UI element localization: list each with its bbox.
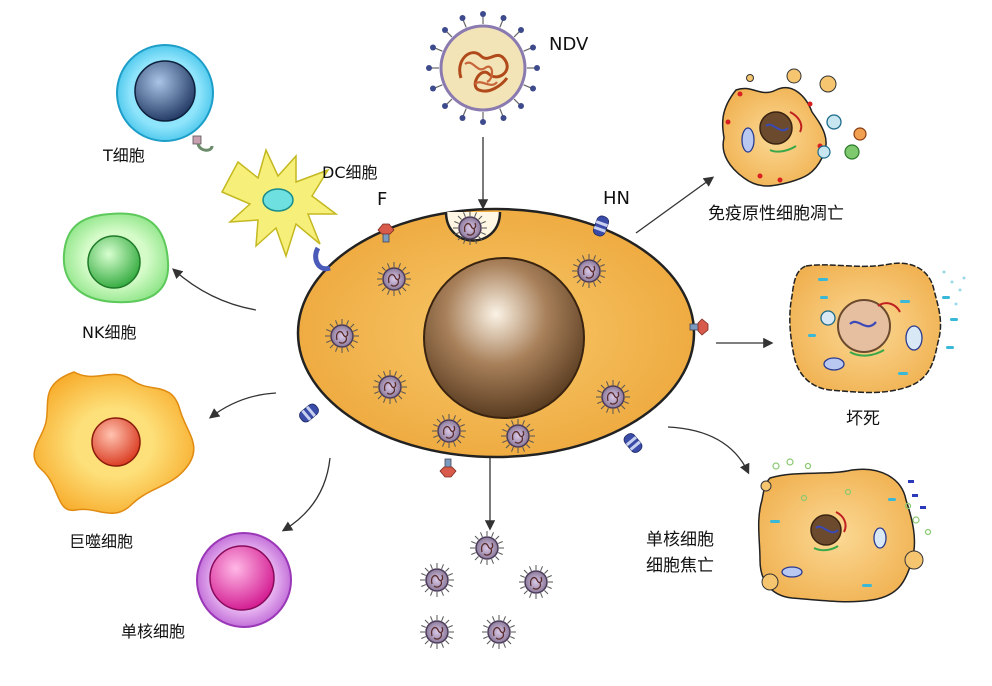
hn-protein (296, 401, 322, 425)
nk-cell-label: NK细胞 (82, 323, 136, 342)
macrophage-label: 巨噬细胞 (69, 532, 133, 551)
arrow-cell-to-immunogenic-death (635, 176, 715, 234)
arrow-cell-to-pyroptosis (667, 426, 750, 475)
t-cell (116, 44, 214, 152)
dc-cell-label: DC细胞 (322, 163, 378, 182)
hn-label: HN (603, 188, 630, 209)
t-cell-label: T细胞 (102, 146, 145, 165)
arrows (172, 137, 774, 532)
monocyte-label: 单核细胞 (121, 622, 185, 641)
released-virions (419, 530, 554, 650)
f-label: F (377, 189, 387, 210)
arrow-cell-to-monocyte (281, 457, 331, 532)
necrosis-label: 坏死 (846, 409, 880, 429)
nk-cell (62, 212, 170, 304)
macrophage (33, 371, 195, 515)
monocyte (196, 532, 292, 628)
dc-cell (220, 147, 339, 272)
immunogenic-apoptotic-cell (721, 68, 867, 187)
ndv-virion (426, 11, 540, 125)
f-protein (439, 458, 457, 478)
arrow-cell-to-nk (172, 268, 257, 311)
ndv-label: NDV (549, 34, 589, 55)
immunogenic-death-label: 免疫原性细胞凋亡 (708, 204, 844, 224)
hn-protein (621, 430, 645, 456)
nucleus (423, 257, 585, 419)
arrow-cell-to-macrophage (208, 392, 277, 419)
necrotic-cell (789, 262, 966, 394)
pyroptosis-label-line1: 单核细胞 (646, 530, 714, 550)
pyroptotic-cell (757, 458, 932, 603)
pyroptosis-label-line2: 细胞焦亡 (646, 556, 714, 576)
tumor-cell (296, 207, 696, 459)
